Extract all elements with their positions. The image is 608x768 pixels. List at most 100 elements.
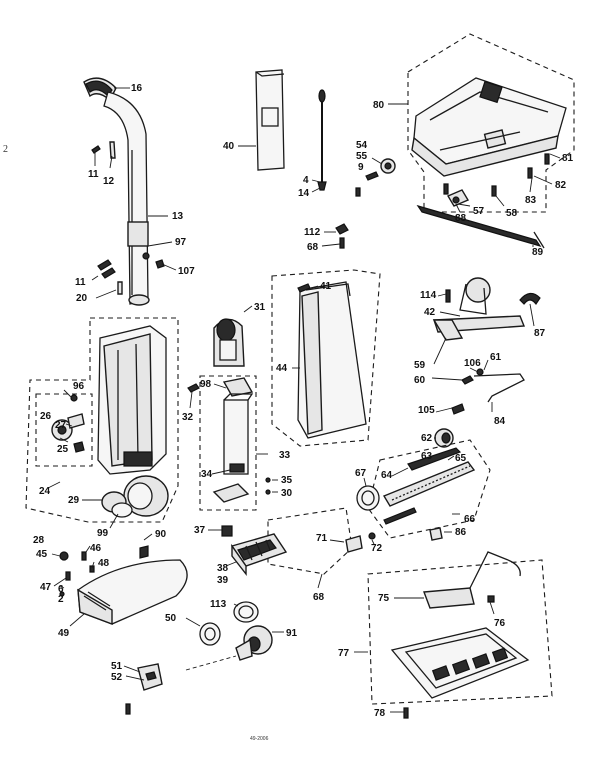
callout-76: 76 [494, 618, 506, 629]
callout-14: 14 [298, 188, 310, 199]
callout-13: 13 [172, 211, 184, 222]
callout-27: 27 [55, 420, 67, 431]
callout-75: 75 [378, 593, 390, 604]
callout-12: 12 [103, 176, 115, 187]
ring-50 [199, 622, 221, 646]
callout-106: 106 [464, 358, 481, 369]
callout-35: 35 [281, 475, 293, 486]
callout-28: 28 [33, 535, 45, 546]
callout-11-upper: 11 [88, 169, 99, 180]
callout-20: 20 [76, 293, 88, 304]
callout-88: 88 [455, 213, 467, 224]
knob-54-55 [355, 158, 396, 197]
callout-51: 51 [111, 661, 123, 672]
motor-fan-29 [101, 475, 169, 518]
channel-group-outline-33 [199, 375, 257, 511]
small-parts-45-48 [59, 551, 95, 597]
callout-32: 32 [182, 412, 194, 423]
callout-67: 67 [355, 468, 367, 479]
hood-group-outline [407, 33, 575, 213]
part-112-68 [335, 223, 349, 249]
callout-65: 65 [455, 453, 467, 464]
bag-group-outline [271, 269, 381, 447]
callout-46: 46 [90, 543, 102, 554]
callout-97: 97 [175, 237, 187, 248]
switch-subgroup-outline [35, 393, 93, 467]
callout-91: 91 [286, 628, 298, 639]
callout-11-lower: 11 [75, 277, 86, 288]
callout-82: 82 [555, 180, 567, 191]
callout-77: 77 [338, 648, 350, 659]
belt-guard-71-72 [345, 532, 376, 553]
callout-47: 47 [40, 582, 52, 593]
agitator-housing-38-39 [230, 533, 288, 577]
callout-89: 89 [532, 247, 544, 258]
ring-113 [233, 601, 259, 623]
callout-6: 6 [58, 584, 64, 595]
callout-80: 80 [373, 100, 385, 111]
brushroll-group-outline [367, 439, 491, 539]
callout-50: 50 [165, 613, 177, 624]
callout-96: 96 [73, 381, 85, 392]
callout-68-lower: 68 [313, 592, 325, 603]
callout-29: 29 [68, 495, 80, 506]
callout-78: 78 [374, 708, 386, 719]
callout-66: 66 [464, 514, 476, 525]
callout-30: 30 [281, 488, 293, 499]
callout-44: 44 [276, 363, 288, 374]
base-group-outline-68 [267, 507, 353, 575]
callout-68-upper: 68 [307, 242, 319, 253]
callout-45: 45 [36, 549, 48, 560]
bracket-88-57 [446, 189, 470, 207]
callout-113: 113 [210, 599, 227, 610]
latch-51-52 [125, 663, 163, 715]
fan-91 [235, 625, 273, 661]
callout-40: 40 [223, 141, 235, 152]
callout-42: 42 [424, 307, 436, 318]
fitting-37 [221, 525, 233, 537]
callout-62: 62 [421, 433, 433, 444]
callout-105: 105 [418, 405, 435, 416]
callout-72: 72 [371, 543, 383, 554]
handle-clip [127, 221, 149, 247]
body-group-outline-28 [25, 317, 179, 523]
callout-52: 52 [111, 672, 123, 683]
callout-49: 49 [58, 628, 70, 639]
callout-55: 55 [356, 151, 368, 162]
callout-84: 84 [494, 416, 506, 427]
handle-tube-13 [103, 91, 149, 305]
callout-107: 107 [178, 266, 195, 277]
callout-58: 58 [506, 208, 518, 219]
callout-26: 26 [40, 411, 52, 422]
callout-labels: 16 40 80 11 12 13 54 55 9 81 4 14 82 83 … [33, 83, 574, 719]
callout-98: 98 [200, 379, 212, 390]
drawing-code: 49-2006 [250, 736, 269, 742]
cord-hook-75-76 [423, 551, 521, 609]
baseplate-group-outline-77 [367, 559, 553, 705]
channel-34 [212, 377, 254, 503]
callout-59: 59 [414, 360, 426, 371]
belt-67 [356, 485, 380, 511]
hood-cover-80 [411, 77, 567, 177]
screw-set-upper [91, 141, 116, 166]
callout-83: 83 [525, 195, 537, 206]
callout-71: 71 [316, 533, 328, 544]
bag-holder-31 [213, 318, 245, 367]
stray-margin-mark: 2 [3, 144, 8, 155]
callout-34: 34 [201, 469, 213, 480]
nozzle-49 [77, 545, 188, 626]
callout-48: 48 [98, 558, 110, 569]
body-housing [97, 325, 167, 475]
callout-86: 86 [455, 527, 467, 538]
bumper-89 [416, 204, 542, 248]
callout-57: 57 [473, 206, 485, 217]
rod-4-14 [317, 89, 327, 191]
bottom-plate-77 [390, 627, 530, 719]
end-cap-86 [429, 527, 443, 541]
callout-4: 4 [303, 175, 309, 186]
callout-31: 31 [254, 302, 266, 313]
callout-61: 61 [490, 352, 502, 363]
callout-81: 81 [562, 153, 574, 164]
callout-63: 63 [421, 451, 433, 462]
